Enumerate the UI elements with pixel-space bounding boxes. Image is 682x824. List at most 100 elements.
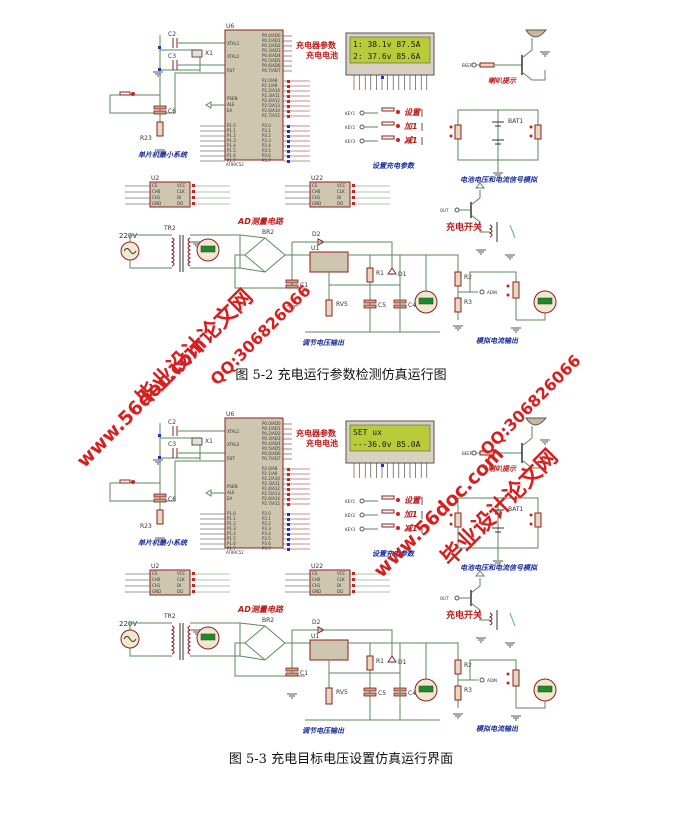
- pin-label: ALE: [227, 490, 235, 495]
- label-u2: U2: [151, 563, 159, 570]
- pin-label: RST: [227, 68, 235, 73]
- label-rv5: RV5: [336, 689, 348, 696]
- pin-label: GND: [312, 589, 321, 594]
- pin-label: GND: [152, 589, 161, 594]
- wire: [521, 458, 546, 469]
- key-dot: [396, 110, 400, 114]
- pin-label: P0.2/AD2: [262, 43, 281, 48]
- pin-label: P1.1: [227, 128, 236, 133]
- key-button-2: [381, 135, 395, 140]
- pin-marker: [287, 105, 290, 108]
- pin-marker: [287, 543, 290, 546]
- voltmeter-ac-display: [200, 633, 216, 641]
- label-x1: X1: [205, 50, 213, 57]
- pin-label: P2.7/A15: [262, 501, 280, 506]
- wire: [470, 190, 481, 206]
- label-source: 220V: [119, 620, 137, 628]
- pin-label: DI: [177, 195, 181, 200]
- pin-label: P0.2/AD2: [262, 431, 281, 436]
- label-buzzer: 喇叭提示: [488, 76, 517, 85]
- wire: [190, 234, 241, 269]
- caption-5-3: 图 5-3 充电目标电压设置仿真运行界面: [228, 752, 454, 767]
- pot-dot: [449, 513, 453, 517]
- reset-button-dot: [131, 480, 135, 484]
- pin-label: KEY2: [345, 125, 356, 130]
- wire: [521, 38, 533, 59]
- pin-label: P1.5: [227, 536, 236, 541]
- wire: [239, 234, 266, 239]
- lcd-line-2: ---36.0v 85.0A: [353, 440, 421, 449]
- pin-label: P2.7/A15: [262, 113, 280, 118]
- pin-label: GND: [312, 201, 321, 206]
- diode-d1: [387, 267, 397, 275]
- pin-label: P2.4/A12: [262, 486, 280, 491]
- label-buzzer: 喇叭提示: [488, 464, 517, 473]
- pin-label: P2.6/A14: [262, 496, 280, 501]
- pin-label: CH1: [152, 195, 161, 200]
- relay-contact: [509, 224, 516, 239]
- pin-label: CLK: [337, 577, 345, 582]
- pin-label: P0.4/AD4: [262, 53, 281, 58]
- pin-marker: [287, 155, 290, 158]
- label-ad-block: AD测量电路: [237, 605, 284, 614]
- pin-marker: [287, 533, 290, 536]
- pot-dot: [506, 293, 510, 297]
- label-u6: U6: [226, 23, 234, 30]
- pin-label: CH0: [152, 577, 161, 582]
- resistor-r1: [366, 267, 374, 283]
- pot-dot: [449, 134, 453, 138]
- pin-label: P0.7/AD7: [262, 456, 281, 461]
- label-lcd-side-2: 充电电池: [306, 438, 338, 448]
- wire: [190, 622, 241, 657]
- wire: [521, 70, 546, 81]
- pin-marker: [192, 190, 195, 193]
- label-voltage-out: 调节电压输出: [302, 726, 345, 735]
- out-terminal: [454, 595, 460, 601]
- pot-dot: [529, 125, 533, 129]
- label-r3: R3: [464, 687, 472, 694]
- pot-dot: [529, 522, 533, 526]
- beep-terminal: [471, 62, 477, 68]
- cap-c1-plate: [285, 672, 299, 677]
- pin-label: P3.0: [262, 511, 271, 516]
- pin-label: CH0: [312, 577, 321, 582]
- label-u6: U6: [226, 411, 234, 418]
- pin-label: ADIN: [487, 290, 497, 295]
- key-button-0: [381, 107, 395, 112]
- label-c1: C1: [300, 282, 308, 289]
- pin-label: KEY2: [345, 513, 356, 518]
- label-source: 220V: [119, 232, 137, 240]
- pin-label: P3.4: [262, 143, 271, 148]
- label-u22: U22: [311, 563, 323, 570]
- pin-label: P3.3: [262, 526, 271, 531]
- transformer-primary: [170, 625, 175, 655]
- transformer-secondary: [187, 625, 192, 655]
- wire: [109, 72, 225, 114]
- pin-label: P1.1: [227, 516, 236, 521]
- label-bat1: BAT1: [508, 506, 523, 513]
- voltmeter-out-display: [418, 685, 434, 693]
- cap-c1: [285, 279, 299, 284]
- label-c1: C1: [300, 670, 308, 677]
- cap-c5: [363, 687, 377, 692]
- pin-marker: [158, 68, 161, 71]
- pin-label: P1.4: [227, 531, 236, 536]
- cap-c5-plate: [363, 692, 377, 697]
- pin-marker: [287, 100, 290, 103]
- sine-icon: [123, 248, 137, 254]
- label-x1: X1: [205, 438, 213, 445]
- label-c2: C2: [168, 419, 176, 426]
- pin-marker: [158, 456, 161, 459]
- pin-label: OUT: [440, 208, 449, 213]
- label-c6: C6: [168, 108, 176, 115]
- pin-label: CH0: [312, 189, 321, 194]
- lcd-line-1: SET ux: [353, 428, 382, 437]
- wire: [239, 267, 266, 273]
- pot-dot: [506, 284, 510, 288]
- potentiometer-2: [534, 512, 542, 528]
- key-terminal: [359, 138, 365, 144]
- pin-label: P0.6/AD6: [262, 451, 281, 456]
- pin-label: P0.5/AD5: [262, 58, 281, 63]
- pin-label: P2.0/A8: [262, 466, 278, 471]
